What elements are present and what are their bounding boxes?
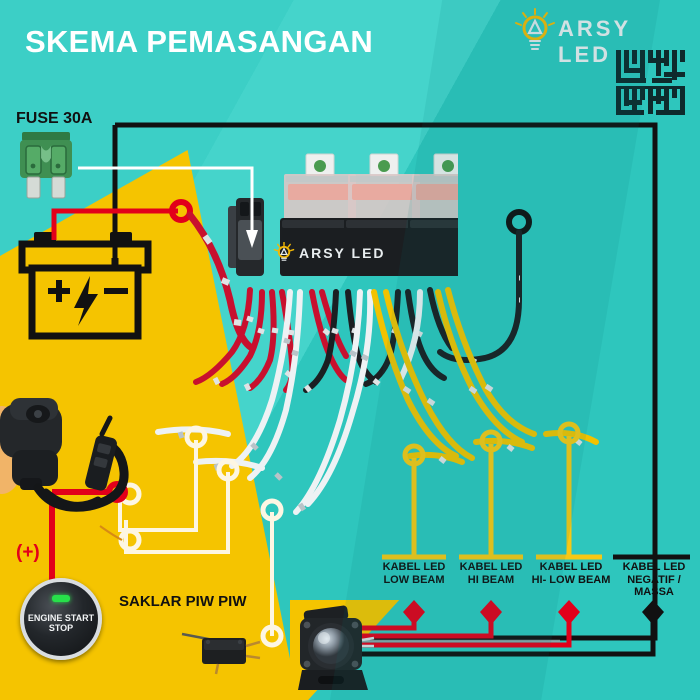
engine-button-led xyxy=(52,595,70,602)
brand-logo-text: ARSY LED xyxy=(558,16,631,67)
lightbulb-icon xyxy=(515,8,555,50)
relay-connector-block xyxy=(228,198,264,276)
engine-button-label: ENGINE START STOP xyxy=(27,613,95,633)
output-label-hi-beam: KABEL LED HI BEAM xyxy=(459,561,523,586)
handlebar-switch xyxy=(0,398,129,512)
led-projector-lamp xyxy=(298,605,375,690)
relay-watermark-text: ARSY LED xyxy=(299,245,386,261)
kufic-calligraphy-icon xyxy=(616,50,685,115)
output-label-negatif-massa: KABEL LED NEGATIF / MASSA xyxy=(622,561,686,598)
relay-watermark: ARSY LED xyxy=(273,242,386,264)
output-label-low-beam: KABEL LED LOW BEAM xyxy=(382,561,446,586)
battery-icon xyxy=(18,232,152,340)
page-title: SKEMA PEMASANGAN xyxy=(25,24,374,59)
fuse-label: FUSE 30A xyxy=(16,110,93,127)
positive-label: (+) xyxy=(16,542,40,563)
micro-limit-switch xyxy=(181,632,261,675)
engine-start-stop-button[interactable]: ENGINE START STOP xyxy=(20,578,102,660)
relay-assembly xyxy=(228,153,458,276)
saklar-label: SAKLAR PIW PIW xyxy=(119,593,247,610)
blade-fuse-30a-icon xyxy=(20,132,72,199)
output-label-hi-low-beam: KABEL LED HI- LOW BEAM xyxy=(531,561,611,586)
watermark-bulb-icon xyxy=(273,242,295,261)
relay-module xyxy=(408,153,458,276)
brand-logo: ARSY LED xyxy=(512,6,692,67)
